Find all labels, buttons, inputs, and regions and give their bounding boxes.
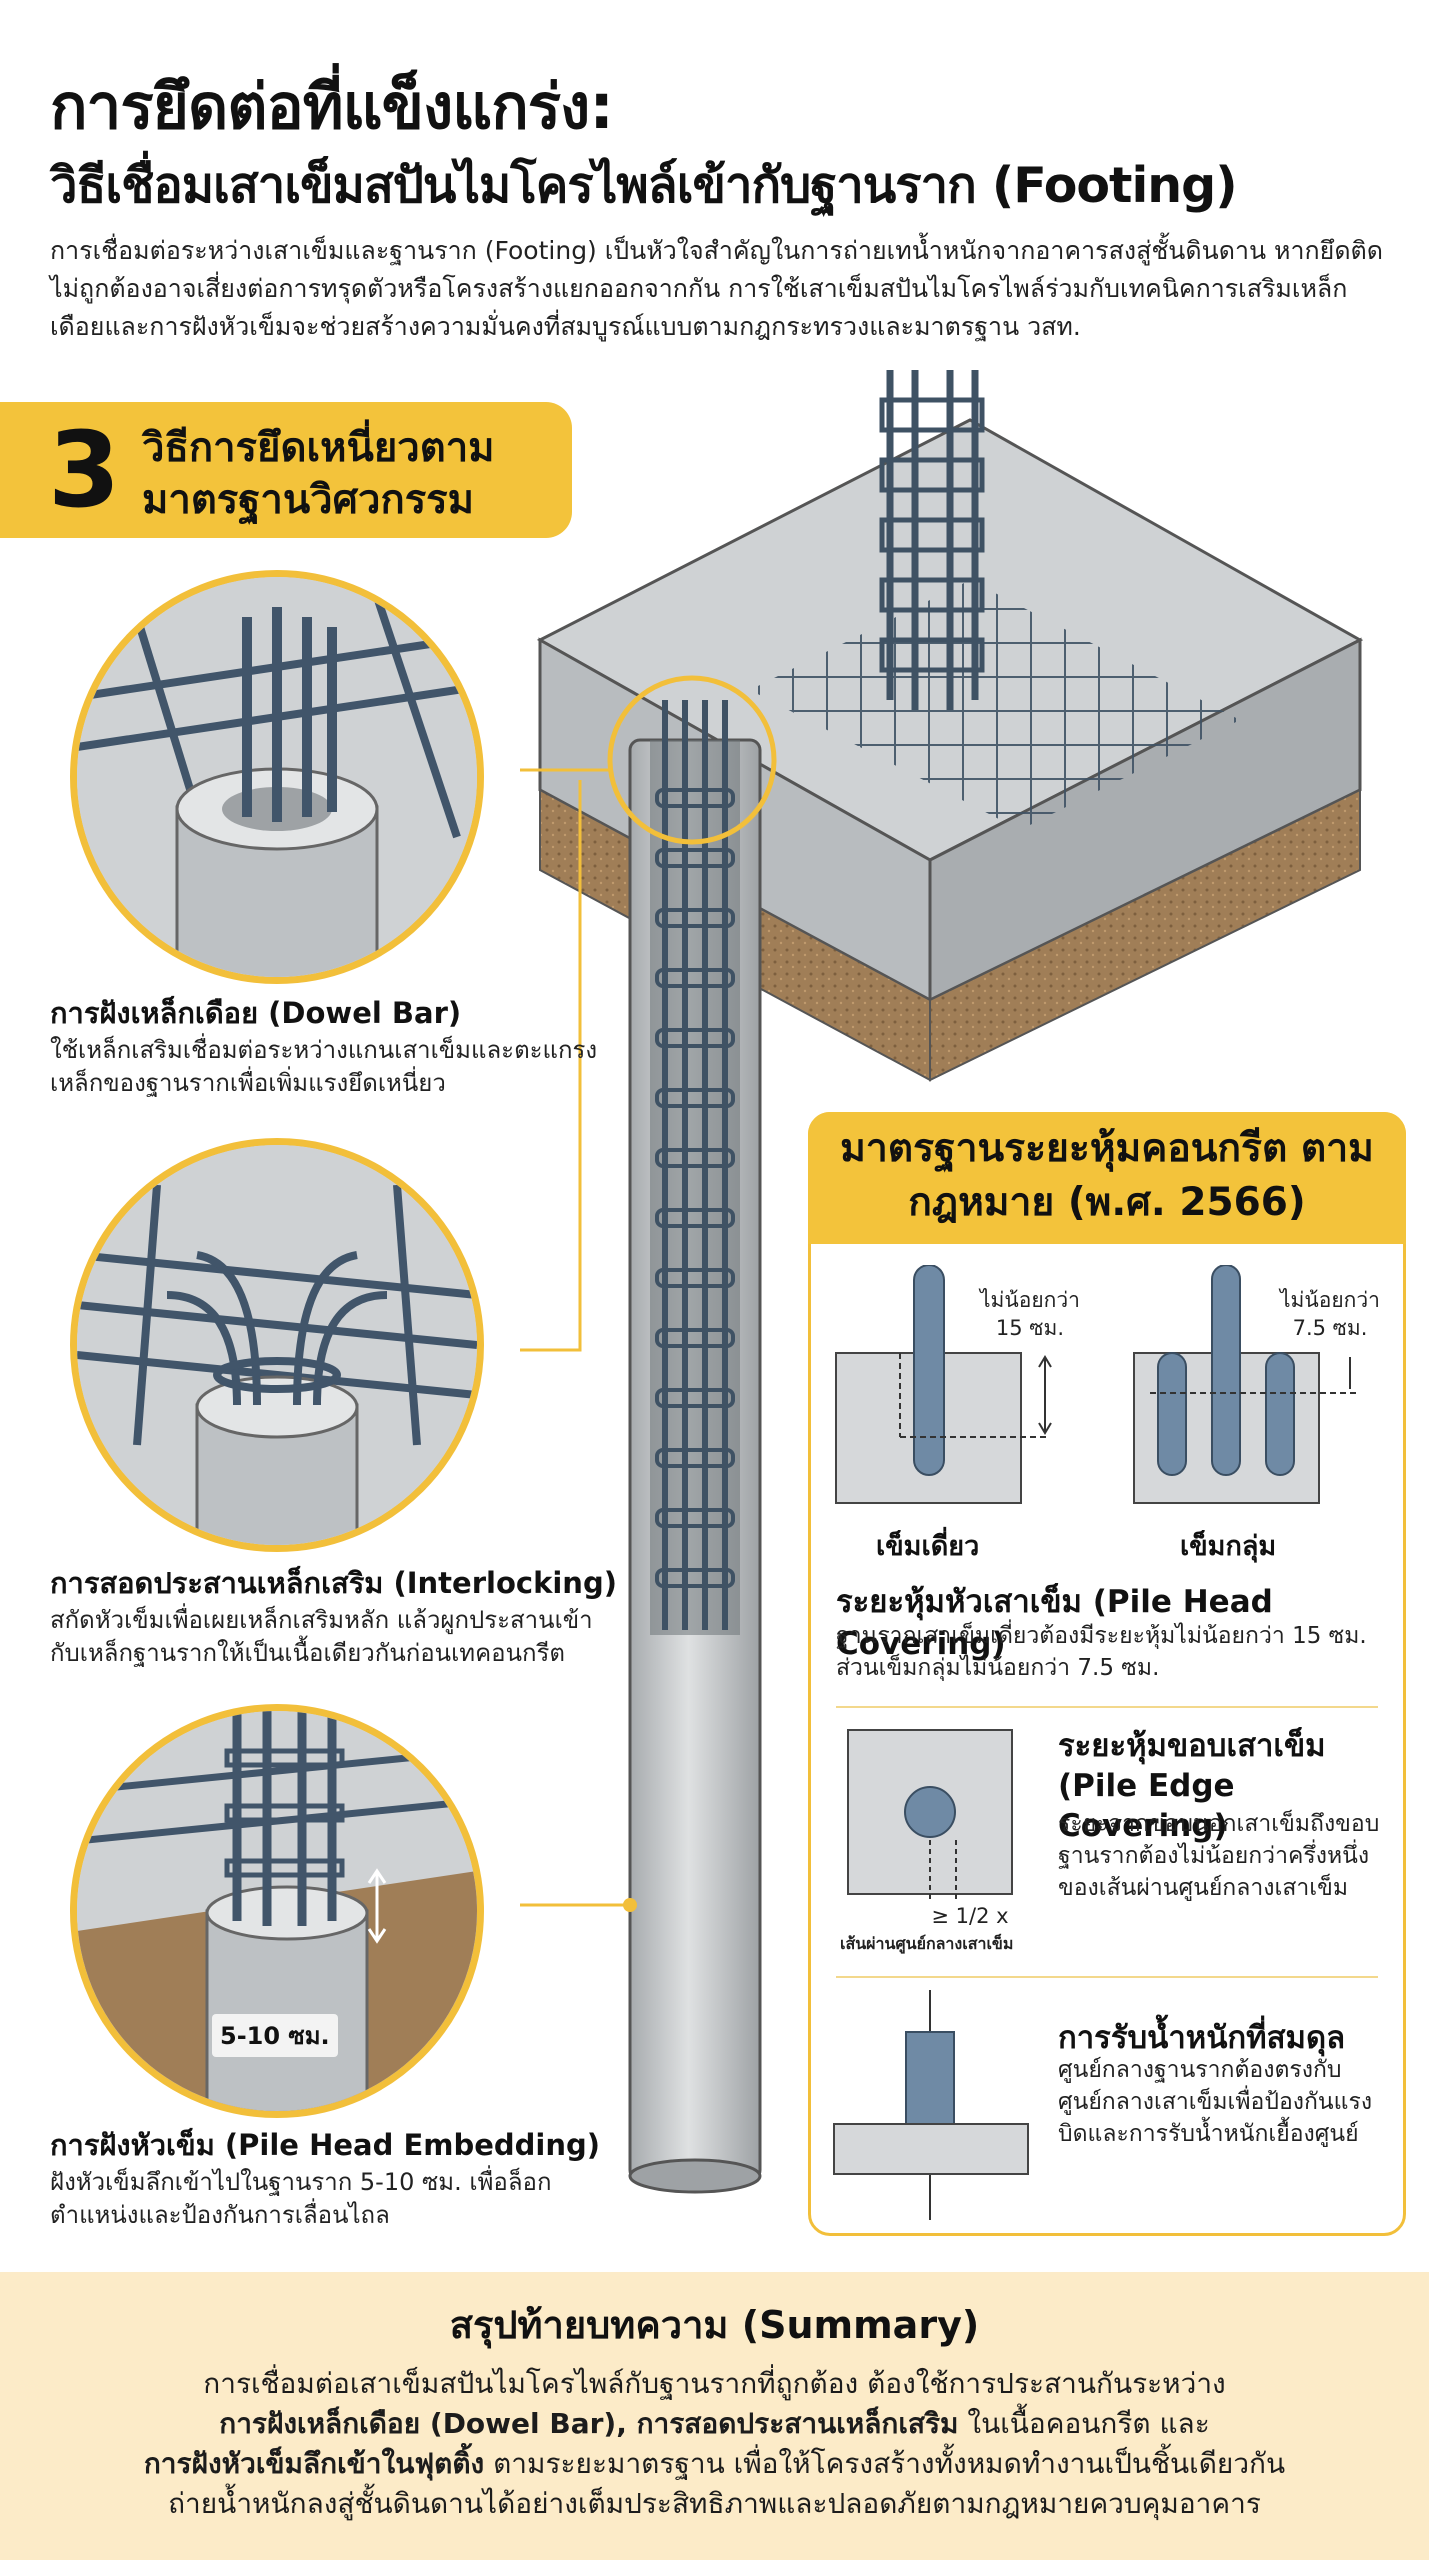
single-pile-cover-diagram (835, 1265, 1052, 1504)
methods-banner (0, 402, 572, 538)
edge-covering-diagram (847, 1729, 1013, 1903)
intro-paragraph: การเชื่อมต่อระหว่างเสาเข็มและฐานราก (Foo… (50, 236, 1384, 341)
edge-covering-title: ระยะหุ้มขอบเสาเข็ม (Pile Edge Covering) (1058, 1728, 1326, 1844)
head-covering-desc: ฐานรากเสาเข็มเดี่ยวต้องมีระยะหุ้มไม่น้อย… (836, 1623, 1367, 1681)
single-pile-label: เข็มเดี่ยว (876, 1531, 980, 1562)
page-subtitle: วิธีเชื่อมเสาเข็มสปันไมโครไพล์เข้ากับฐาน… (50, 157, 1238, 214)
method-1-title: การฝังเหล็กเดือย (Dowel Bar) (50, 996, 462, 1030)
group-pile-note-line2: 7.5 ซม. (1292, 1316, 1368, 1340)
balanced-load-diagram (833, 1990, 1029, 2220)
edge-covering-desc: ระยะจากขอบนอกเสาเข็มถึงขอบฐานรากต้องไม่น… (1058, 1811, 1380, 1901)
summary-line-2-bold: การฝังเหล็กเดือย (Dowel Bar), การสอดประส… (219, 2407, 959, 2440)
head-covering-title: ระยะหุ้มหัวเสาเข็ม (Pile Head Covering) (836, 1584, 1273, 1662)
summary-line-1: การเชื่อมต่อเสาเข็มสปันไมโครไพล์กับฐานรา… (203, 2367, 1226, 2400)
interlocking-detail (70, 1138, 484, 1552)
standards-header (808, 1112, 1406, 1244)
summary-line-3-bold: การฝังหัวเข็มลึกเข้าในฟุตติ้ง (143, 2447, 485, 2480)
summary-line-2: การฝังเหล็กเดือย (Dowel Bar), การสอดประส… (0, 2402, 1429, 2446)
method-1-desc: ใช้เหล็กเสริมเชื่อมต่อระหว่างแกนเสาเข็มแ… (50, 1036, 598, 1097)
summary-title: สรุปท้ายบทความ (Summary) (449, 2303, 980, 2347)
divider (836, 1706, 1378, 1708)
standards-title: มาตรฐานระยะหุ้มคอนกรีต ตามกฎหมาย (พ.ศ. 2… (840, 1126, 1374, 1225)
summary-line-2-rest: ในเนื้อคอนกรีต และ (958, 2407, 1210, 2440)
group-pile-label: เข็มกลุ่ม (1180, 1531, 1277, 1562)
single-pile-note-line1: ไม่น้อยกว่า (980, 1288, 1080, 1312)
balanced-load-desc: ศูนย์กลางฐานรากต้องตรงกับศูนย์กลางเสาเข็… (1058, 2057, 1373, 2147)
summary-line-3-rest: ตามระยะมาตรฐาน เพื่อให้โครงสร้างทั้งหมดท… (484, 2447, 1286, 2480)
edge-formula: ≥ 1/2 x (931, 1904, 1009, 1928)
balanced-load-title: การรับน้ำหนักที่สมดุล (1058, 2020, 1346, 2056)
divider (836, 1976, 1378, 1978)
footing-pile-illustration (520, 370, 1364, 2194)
page-title: การยึดต่อที่แข็งแกร่ง: (50, 70, 614, 143)
embed-depth-label: 5-10 ซม. (212, 2014, 338, 2057)
single-pile-note-line2: 15 ซม. (995, 1316, 1065, 1340)
methods-count: 3 (48, 409, 121, 531)
dowel-bar-detail (70, 570, 484, 984)
methods-title: วิธีการยึดเหนี่ยวตาม มาตรฐานวิศวกรรม (142, 425, 495, 523)
summary-line-3: การฝังหัวเข็มลึกเข้าในฟุตติ้ง ตามระยะมาต… (0, 2442, 1429, 2486)
summary-line-4: ถ่ายน้ำหนักลงสู่ชั้นดินดานได้อย่างเต็มปร… (168, 2487, 1261, 2520)
method-3-title: การฝังหัวเข็ม (Pile Head Embedding) (50, 2128, 601, 2162)
summary-section (0, 2272, 1429, 2560)
group-pile-note-line1: ไม่น้อยกว่า (1280, 1288, 1380, 1312)
method-3-desc: ฝังหัวเข็มลึกเข้าไปในฐานราก 5-10 ซม. เพื… (50, 2168, 552, 2229)
method-2-title: การสอดประสานเหล็กเสริม (Interlocking) (50, 1566, 617, 1600)
method-2-desc: สกัดหัวเข็มเพื่อเผยเหล็กเสริมหลัก แล้วผู… (50, 1606, 593, 1667)
group-pile-cover-diagram (1133, 1265, 1360, 1504)
edge-formula-caption: เส้นผ่านศูนย์กลางเสาเข็ม (840, 1934, 1014, 1953)
